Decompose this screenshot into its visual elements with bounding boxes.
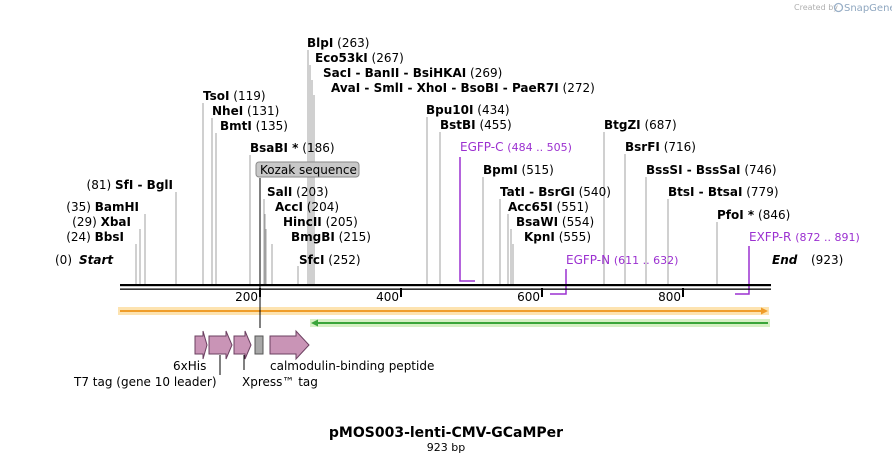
snapgene-brand: SnapGene	[844, 3, 892, 14]
enzyme-label-sali[interactable]: SalI (203)	[267, 185, 328, 199]
snapgene-logo-icon	[833, 2, 844, 13]
feature-glyphs	[194, 329, 310, 361]
plasmid-length: 923 bp	[427, 441, 465, 454]
enzyme-label-xbai[interactable]: (29) XbaI	[72, 215, 131, 229]
enzyme-labels: BlpI (263) Eco53kI (267) SacI - BanII - …	[66, 36, 790, 267]
end-label: End	[772, 253, 798, 267]
feature-labels: 6xHis T7 tag (gene 10 leader) Xpress™ ta…	[73, 359, 434, 389]
enzyme-label-bsssi[interactable]: BssSI - BssSaI (746)	[646, 163, 777, 177]
enzyme-label-nhei[interactable]: NheI (131)	[212, 104, 279, 118]
primer-egfp-c-arrow[interactable]	[459, 157, 475, 282]
enzyme-label-bsabi[interactable]: BsaBI * (186)	[250, 141, 335, 155]
orf-reverse[interactable]	[310, 319, 770, 327]
enzyme-label-tati[interactable]: TatI - BsrGI (540)	[500, 185, 611, 199]
feature-t7-tag-arrow-icon[interactable]	[194, 330, 208, 360]
enzyme-label-bsrfi[interactable]: BsrFI (716)	[625, 140, 696, 154]
enzyme-label-saci[interactable]: SacI - BanII - BsiHKAI (269)	[323, 66, 502, 80]
primer-label-exfp-r[interactable]: EXFP-R (872 .. 891)	[749, 230, 860, 244]
orf-reverse-arrow-icon	[311, 319, 318, 327]
kozak-label: Kozak sequence	[260, 163, 357, 177]
enzyme-label-btsi[interactable]: BtsI - BtsaI (779)	[668, 185, 779, 199]
created-by-text: Created by	[794, 3, 838, 12]
enzyme-label-avai[interactable]: AvaI - SmlI - XhoI - BsoBI - PaeR7I (272…	[331, 81, 595, 95]
feature-6xhis-arrow-icon[interactable]	[208, 330, 233, 360]
enzyme-label-blpi[interactable]: BlpI (263)	[307, 36, 369, 50]
enzyme-label-bstbi[interactable]: BstBI (455)	[440, 118, 512, 132]
enzyme-label-bpmi[interactable]: BpmI (515)	[483, 163, 554, 177]
feature-xpress-tag-arrow-icon[interactable]	[233, 330, 252, 360]
start-pos-label: (0)	[55, 253, 72, 267]
feature-leaders	[219, 178, 261, 375]
enzyme-label-pfoi[interactable]: PfoI * (846)	[717, 208, 790, 222]
end-pos-label: (923)	[811, 253, 843, 267]
ruler-label-600: 600	[517, 290, 540, 304]
feature-kozak-block-icon[interactable]	[254, 335, 264, 355]
primer-label-egfp-n[interactable]: EGFP-N (611 .. 632)	[566, 253, 678, 267]
ruler-labels: 200 400 600 800	[235, 290, 681, 304]
feature-label-t7-tag: T7 tag (gene 10 leader)	[73, 375, 217, 389]
start-label: Start	[79, 253, 114, 267]
sequence-backbone	[120, 284, 771, 290]
enzyme-label-bamhi[interactable]: (35) BamHI	[66, 200, 139, 214]
ruler-label-200: 200	[235, 290, 258, 304]
primer-labels: EGFP-C (484 .. 505) EGFP-N (611 .. 632) …	[460, 140, 860, 267]
enzyme-label-sfii[interactable]: (81) SfI - BglI	[87, 178, 173, 192]
ruler-label-800: 800	[658, 290, 681, 304]
enzyme-label-btgzi[interactable]: BtgZI (687)	[604, 118, 677, 132]
plasmid-name: pMOS003-lenti-CMV-GCaMPer	[329, 425, 563, 441]
primer-egfp-n-arrow[interactable]	[550, 269, 567, 295]
enzyme-label-bbsi[interactable]: (24) BbsI	[66, 230, 124, 244]
enzyme-label-bsawi[interactable]: BsaWI (554)	[516, 215, 594, 229]
enzyme-cut-lines	[135, 50, 718, 284]
orf-forward[interactable]	[118, 307, 769, 315]
primer-exfp-r-arrow[interactable]	[735, 246, 750, 295]
enzyme-label-acc65i[interactable]: Acc65I (551)	[508, 200, 589, 214]
enzyme-label-bpu10i[interactable]: Bpu10I (434)	[426, 103, 510, 117]
primer-marks	[459, 157, 750, 295]
feature-label-xpress-tag: Xpress™ tag	[242, 375, 318, 389]
enzyme-label-kpni[interactable]: KpnI (555)	[524, 230, 591, 244]
enzyme-label-tsoi[interactable]: TsoI (119)	[203, 89, 266, 103]
feature-label-calmodulin-binding-peptide: calmodulin-binding peptide	[270, 359, 434, 373]
enzyme-label-acci[interactable]: AccI (204)	[275, 200, 339, 214]
primer-label-egfp-c[interactable]: EGFP-C (484 .. 505)	[460, 140, 572, 154]
enzyme-label-bmti[interactable]: BmtI (135)	[220, 119, 288, 133]
orf-forward-arrow-icon	[761, 307, 768, 315]
enzyme-label-sfci[interactable]: SfcI (252)	[299, 253, 361, 267]
feature-calmodulin-binding-peptide-arrow-icon[interactable]	[269, 329, 310, 361]
kozak-sequence-feature[interactable]: Kozak sequence	[255, 161, 360, 178]
ruler-label-400: 400	[376, 290, 399, 304]
enzyme-label-eco53ki[interactable]: Eco53kI (267)	[315, 51, 404, 65]
enzyme-label-hincii[interactable]: HincII (205)	[283, 215, 358, 229]
enzyme-label-bmgbi[interactable]: BmgBI (215)	[291, 230, 371, 244]
feature-label-6xhis: 6xHis	[173, 359, 206, 373]
